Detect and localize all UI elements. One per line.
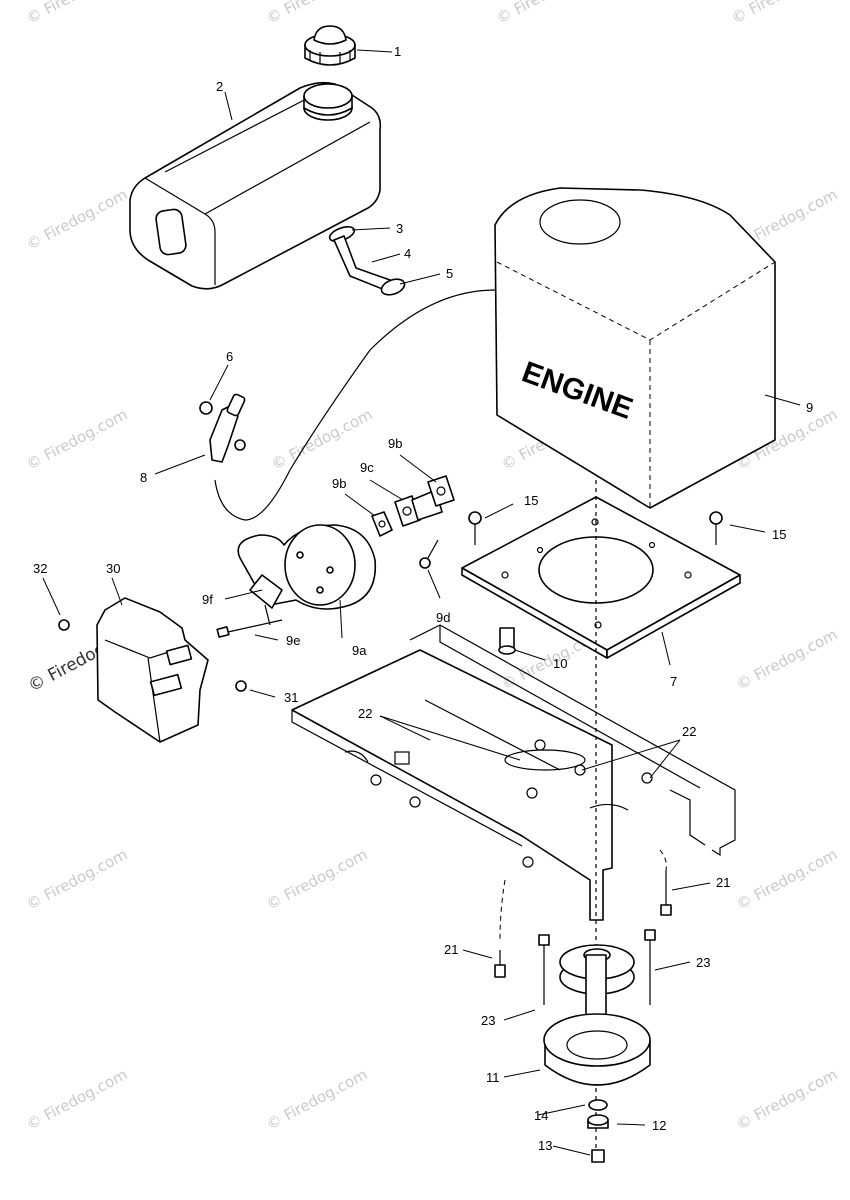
watermark-text: © Firedog.com	[733, 625, 840, 693]
callout-5: 5	[446, 266, 453, 281]
watermark-text: © Firedog.com	[733, 845, 840, 913]
callout-4: 4	[404, 246, 411, 261]
callout-9b-left: 9b	[332, 476, 346, 491]
callout-32: 32	[33, 561, 47, 576]
callout-31: 31	[284, 690, 298, 705]
callout-22-left: 22	[358, 706, 372, 721]
callout-9: 9	[806, 400, 813, 415]
callout-10: 10	[553, 656, 567, 671]
watermark-text: © Firedog.com	[493, 0, 600, 28]
callout-3: 3	[396, 221, 403, 236]
pulley-hardware	[587, 1099, 609, 1163]
callout-labels: 1 2 3 4 5 6 7 8 9 9a 9b 9b 9c 9d 9e 9f 1…	[33, 44, 813, 1153]
callout-23-left: 23	[481, 1013, 495, 1028]
muffler	[237, 524, 377, 610]
callout-15-right: 15	[772, 527, 786, 542]
watermark-text: © Firedog.com	[23, 0, 130, 28]
callout-1: 1	[394, 44, 401, 59]
spacer-bolt	[498, 627, 516, 655]
watermark-text: © Firedog.com	[263, 1065, 370, 1133]
callout-9d: 9d	[436, 610, 450, 625]
callout-9c: 9c	[360, 460, 374, 475]
fuel-tank	[129, 81, 382, 290]
callout-9f: 9f	[202, 592, 213, 607]
callout-23-right: 23	[696, 955, 710, 970]
watermark-text: © Firedog.com	[733, 1065, 840, 1133]
throttle-control	[199, 393, 246, 463]
callout-9a: 9a	[352, 643, 367, 658]
callout-11: 11	[486, 1070, 500, 1085]
watermark-text: © Firedog.com	[263, 845, 370, 913]
heat-shield	[58, 597, 247, 743]
pulley-bolts	[494, 870, 672, 1005]
leader-lines	[42, 49, 801, 1156]
watermark-text: © Firedog.com	[23, 1065, 130, 1133]
callout-22-right: 22	[682, 724, 696, 739]
exhaust-gaskets	[371, 475, 455, 537]
callout-12: 12	[652, 1118, 666, 1133]
callout-15-left: 15	[524, 493, 538, 508]
callout-30: 30	[106, 561, 120, 576]
exhaust-bolts	[216, 539, 439, 638]
callout-21-left: 21	[444, 942, 458, 957]
watermark-text: © Firedog.com	[23, 845, 130, 913]
watermark-text: © Firedog.com	[263, 0, 370, 28]
callout-2: 2	[216, 79, 223, 94]
fuel-cap	[304, 25, 356, 66]
fuel-line-cable	[214, 289, 496, 521]
callout-9b-right: 9b	[388, 436, 402, 451]
callout-21-right: 21	[716, 875, 730, 890]
callout-8: 8	[140, 470, 147, 485]
callout-13: 13	[538, 1138, 552, 1153]
watermark-text: © Firedog.com	[23, 185, 130, 253]
fuel-hose	[328, 226, 406, 296]
callout-14: 14	[534, 1108, 548, 1123]
watermark-text: © Firedog.com	[23, 405, 130, 473]
watermark-text: © Firedog.com	[728, 0, 835, 28]
callout-9e: 9e	[286, 633, 300, 648]
frame-chassis	[291, 624, 736, 921]
engine: ENGINE	[494, 187, 776, 509]
pulley-assembly	[543, 480, 651, 1160]
callout-6: 6	[226, 349, 233, 364]
plate-bolts	[468, 511, 723, 545]
callout-7: 7	[670, 674, 677, 689]
